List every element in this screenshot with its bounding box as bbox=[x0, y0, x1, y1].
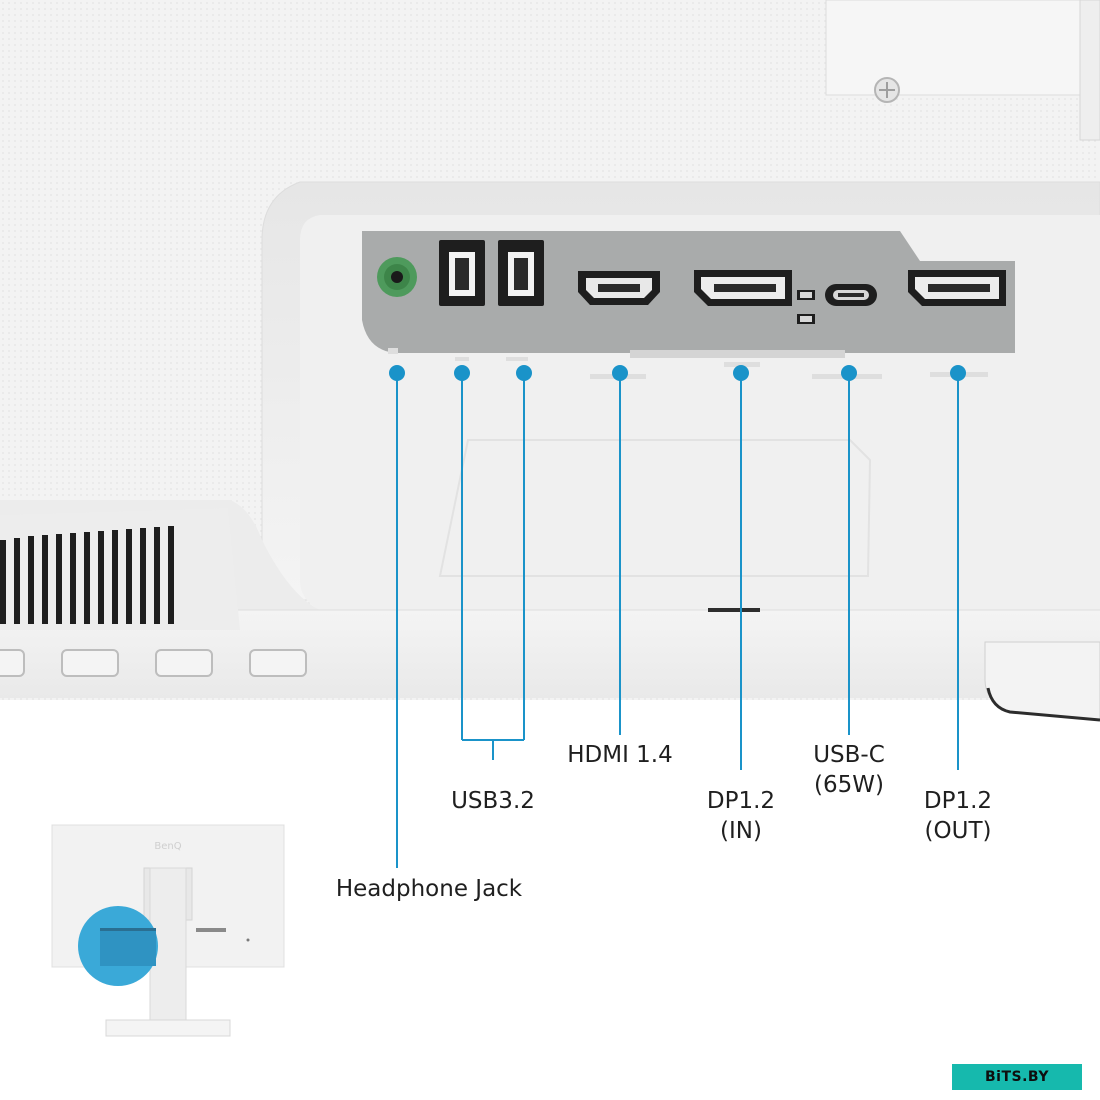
usb-port-1 bbox=[439, 240, 485, 306]
callout-dot-dp-out bbox=[950, 365, 966, 381]
vent-grille bbox=[0, 508, 240, 630]
label-dp-out-line2: (OUT) bbox=[925, 818, 992, 844]
callout-dot-hdmi bbox=[612, 365, 628, 381]
callout-dot-usb-2 bbox=[516, 365, 532, 381]
label-usb: USB3.2 bbox=[451, 788, 535, 814]
hdmi-port bbox=[578, 271, 660, 305]
lower-body bbox=[0, 500, 1100, 640]
callout-dot-dp-in bbox=[733, 365, 749, 381]
label-dp-in-line1: DP1.2 bbox=[707, 788, 775, 814]
thumbnail-brand-logo: BenQ bbox=[154, 841, 181, 852]
displayport-out-port bbox=[908, 270, 1006, 306]
callouts bbox=[396, 373, 959, 868]
slot-marker bbox=[708, 608, 760, 612]
label-hdmi: HDMI 1.4 bbox=[567, 742, 673, 768]
bottom-buttons bbox=[0, 649, 307, 677]
monitor-thumbnail: BenQ bbox=[51, 824, 285, 1037]
usb-c-port bbox=[825, 284, 877, 306]
label-usb-c-line2: (65W) bbox=[814, 772, 884, 798]
callout-dot-usb-c bbox=[841, 365, 857, 381]
kensington-marks bbox=[797, 290, 815, 324]
headphone-jack-port bbox=[377, 257, 417, 297]
label-dp-in-line2: (IN) bbox=[720, 818, 762, 844]
molded-tray bbox=[438, 439, 872, 577]
label-headphone-jack: Headphone Jack bbox=[336, 876, 523, 902]
callout-dot-usb-1 bbox=[454, 365, 470, 381]
watermark: BiTS.BY bbox=[952, 1064, 1082, 1090]
usb-port-2 bbox=[498, 240, 544, 306]
label-dp-out-line1: DP1.2 bbox=[924, 788, 992, 814]
stand-base bbox=[984, 641, 1100, 722]
stand-neck-plate bbox=[825, 0, 1100, 141]
displayport-in-port bbox=[694, 270, 792, 306]
callout-dot-headphone bbox=[389, 365, 405, 381]
label-usb-c-line1: USB-C bbox=[813, 742, 885, 768]
panel-lip bbox=[630, 350, 845, 358]
